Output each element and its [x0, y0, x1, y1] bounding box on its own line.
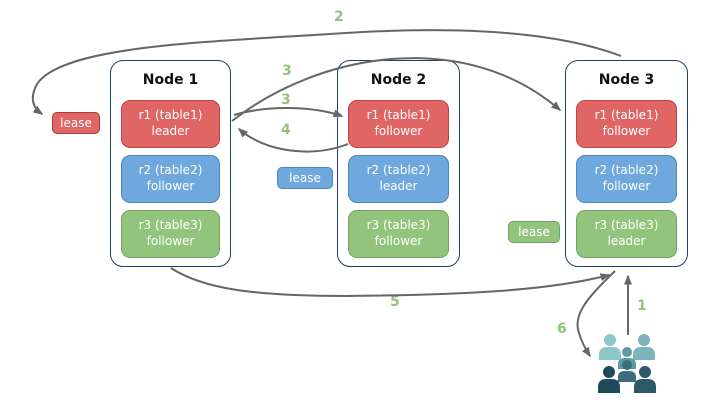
lease-badge-table3: lease [508, 221, 560, 243]
arrow-step-3-leader-to-node2 [233, 106, 344, 118]
node-1-replica-r1: r1 (table1) leader [121, 100, 220, 148]
node-2-box: Node 2 r1 (table1) follower r2 (table2) … [337, 60, 460, 267]
replica-name: r1 (table1) [138, 108, 203, 123]
node-3-title: Node 3 [598, 72, 655, 88]
replica-name: r1 (table1) [594, 108, 659, 123]
node-3-box: Node 3 r1 (table1) follower r2 (table2) … [565, 60, 688, 267]
replica-name: r3 (table3) [594, 218, 659, 233]
lease-badge-table1: lease [52, 112, 100, 134]
step-label-1: 1 [637, 298, 647, 314]
people-group-icon [598, 334, 656, 393]
node-3-replica-r2: r2 (table2) follower [576, 155, 677, 203]
replica-name: r3 (table3) [138, 218, 203, 233]
person-icon [599, 334, 621, 360]
replica-role: follower [374, 124, 423, 138]
replica-name: r2 (table2) [366, 163, 431, 178]
node-2-title: Node 2 [370, 72, 427, 88]
step-label-2: 2 [334, 9, 344, 25]
person-icon [634, 366, 656, 393]
replica-role: follower [602, 179, 651, 193]
step-label-5: 5 [390, 294, 400, 310]
replica-role: follower [146, 234, 195, 248]
arrow-step-4-node2-to-leader [237, 128, 349, 153]
node-2-replica-r3: r3 (table3) follower [348, 210, 449, 258]
lease-badge-table2: lease [277, 167, 333, 189]
replica-role: leader [151, 124, 190, 138]
step-label-3a: 3 [282, 63, 292, 79]
node-3-replica-r1: r1 (table1) follower [576, 100, 677, 148]
node-2-replica-r2: r2 (table2) leader [348, 155, 449, 203]
replica-name: r2 (table2) [594, 163, 659, 178]
node-1-replica-r2: r2 (table2) follower [121, 155, 220, 203]
arrow-step-5-node1-to-node3 [170, 267, 611, 298]
replica-role: leader [379, 179, 418, 193]
replica-role: leader [607, 234, 646, 248]
node-2-replica-r1: r1 (table1) follower [348, 100, 449, 148]
node-3-replica-r3: r3 (table3) leader [576, 210, 677, 258]
step-label-6: 6 [557, 321, 567, 337]
person-icon [598, 366, 620, 393]
replica-role: follower [374, 234, 423, 248]
person-icon [633, 334, 655, 360]
replica-name: r2 (table2) [138, 163, 203, 178]
replica-name: r3 (table3) [366, 218, 431, 233]
node-1-replica-r3: r3 (table3) follower [121, 210, 220, 258]
replica-role: follower [146, 179, 195, 193]
step-label-3b: 3 [281, 92, 291, 108]
person-icon [618, 360, 636, 382]
step-label-4: 4 [281, 122, 291, 138]
replica-name: r1 (table1) [366, 108, 431, 123]
replica-role: follower [602, 124, 651, 138]
node-1-title: Node 1 [142, 72, 199, 88]
node-1-box: Node 1 r1 (table1) leader r2 (table2) fo… [110, 60, 231, 267]
